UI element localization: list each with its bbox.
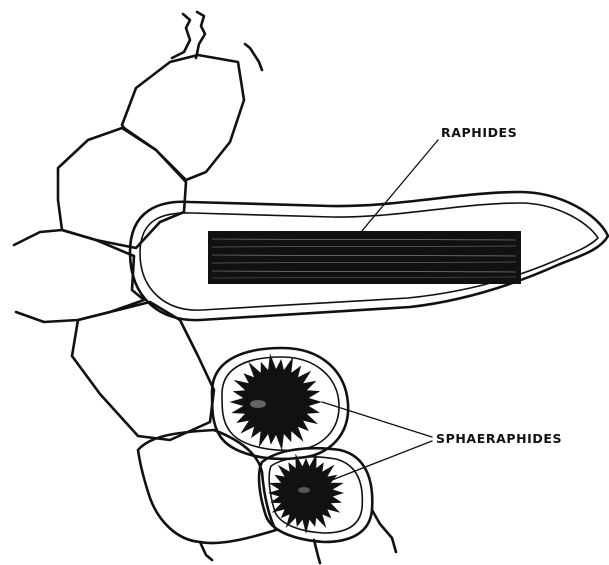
parenchyma-cell-top — [122, 55, 244, 180]
sphaeraphide-druse-upper — [229, 353, 322, 450]
cell-wall-stalk — [172, 12, 262, 70]
sphaeraphides-leader-line-lower — [332, 441, 432, 480]
sphaeraphide-druse-lower — [268, 454, 344, 535]
parenchyma-cell-lower-left — [72, 302, 214, 440]
raphides-bundle — [208, 231, 521, 284]
raphides-leader-line — [356, 140, 438, 238]
sphaeraphides-leader-line-upper — [322, 402, 432, 437]
raphides-label: RAPHIDES — [441, 125, 517, 140]
parenchyma-cell-upper-left — [58, 128, 186, 248]
sphaeraphides-label: SPHAERAPHIDES — [436, 431, 562, 446]
